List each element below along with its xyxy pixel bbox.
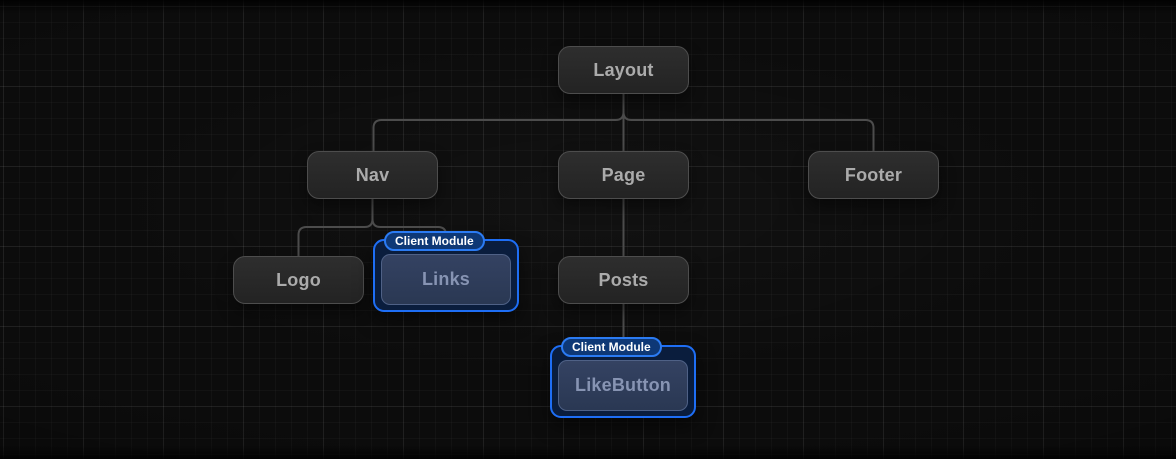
- node-likebutton-label: LikeButton: [575, 375, 671, 395]
- node-page-label: Page: [601, 164, 646, 185]
- node-nav-label: Nav: [355, 164, 390, 185]
- node-footer: Footer: [808, 151, 939, 199]
- node-nav: Nav: [307, 151, 438, 199]
- node-layout-label: Layout: [593, 59, 654, 80]
- edge-layout-nav: [372, 94, 625, 152]
- edge-nav-logo: [297, 198, 374, 257]
- node-page: Page: [558, 151, 689, 199]
- node-links: Links: [381, 254, 511, 305]
- node-posts-label: Posts: [598, 269, 649, 290]
- node-likebutton: LikeButton: [558, 360, 688, 411]
- client-module-container-links: Client Module Links: [373, 231, 519, 312]
- client-module-badge: Client Module: [561, 337, 662, 357]
- edge-layout-footer: [622, 111, 875, 152]
- node-posts: Posts: [558, 256, 689, 304]
- node-logo-label: Logo: [276, 269, 321, 290]
- node-links-label: Links: [421, 269, 470, 289]
- node-footer-label: Footer: [844, 164, 903, 185]
- client-module-badge: Client Module: [384, 231, 485, 251]
- client-module-container-likebutton: Client Module LikeButton: [550, 337, 696, 418]
- node-logo: Logo: [233, 256, 364, 304]
- node-layout: Layout: [558, 46, 689, 94]
